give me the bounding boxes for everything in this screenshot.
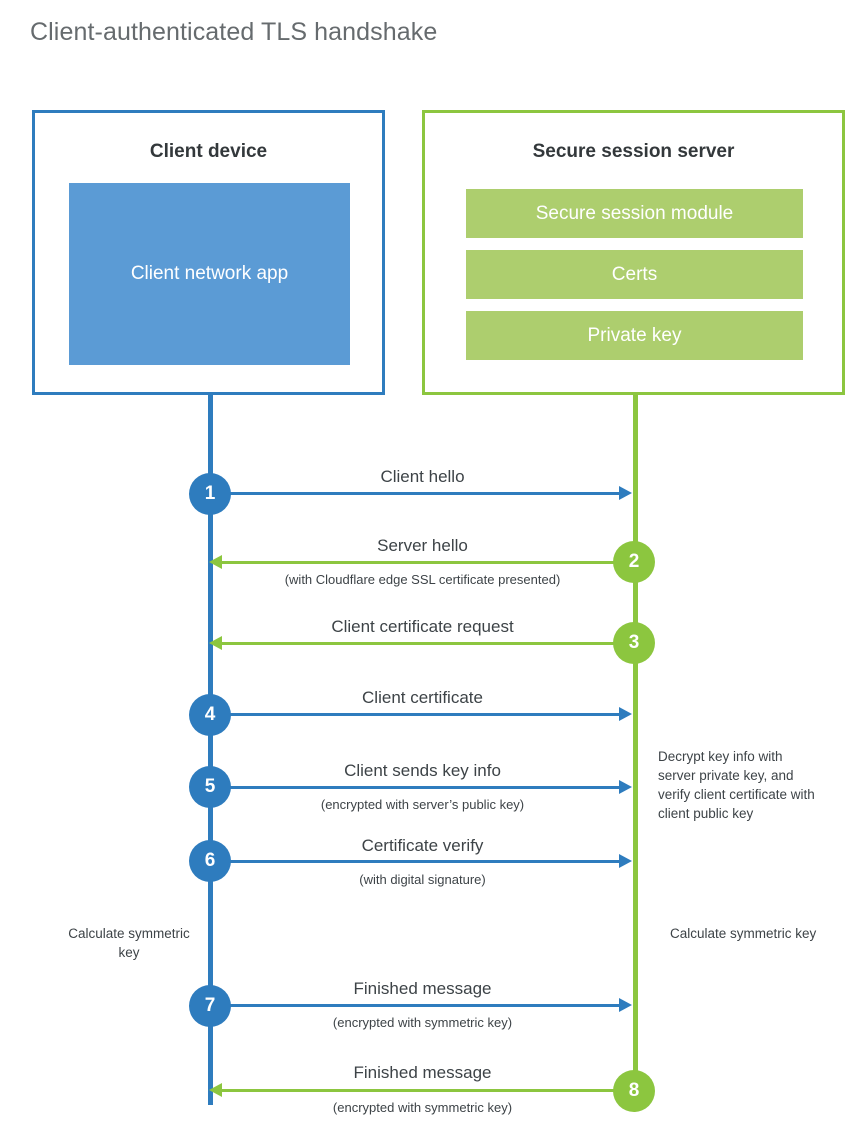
step-4-arrow-shaft: [210, 713, 620, 716]
step-1-arrow-head: [619, 486, 632, 500]
step-7-badge: 7: [189, 985, 231, 1027]
step-2-badge: 2: [613, 541, 655, 583]
step-5-sublabel: (encrypted with server’s public key): [320, 797, 525, 812]
step-7-sublabel: (encrypted with symmetric key): [332, 1015, 513, 1030]
step-2-arrow-shaft: [222, 561, 633, 564]
step-8-label: Finished message: [353, 1063, 492, 1082]
server-calculate-symmetric-key-note: Calculate symmetric key: [670, 926, 817, 941]
step-3-badge: 3: [613, 622, 655, 664]
step-5-arrow-shaft: [210, 786, 620, 789]
server-bar-certs: Certs: [466, 250, 803, 299]
step-6-arrow-head: [619, 854, 632, 868]
step-7-label: Finished message: [353, 979, 492, 998]
step-1-badge: 1: [189, 473, 231, 515]
step-7-arrow-head: [619, 998, 632, 1012]
step-3-label: Client certificate request: [331, 617, 514, 636]
step-8-arrow-shaft: [222, 1089, 633, 1092]
client-device-box: Client device Client network app: [32, 110, 385, 395]
client-device-title: Client device: [149, 141, 268, 162]
step-1-label: Client hello: [380, 467, 465, 486]
step-5-label: Client sends key info: [344, 761, 501, 780]
step-8-badge: 8: [613, 1070, 655, 1112]
secure-session-server-title: Secure session server: [532, 141, 735, 162]
step-1-arrow-shaft: [210, 492, 620, 495]
step-7-arrow-shaft: [210, 1004, 620, 1007]
server-decrypt-note: Decrypt key info with server private key…: [658, 749, 815, 822]
step-3-arrow-shaft: [222, 642, 633, 645]
secure-session-server-box: Secure session server Secure session mod…: [422, 110, 845, 395]
client-network-app-block: Client network app: [69, 183, 350, 365]
step-4-arrow-head: [619, 707, 632, 721]
step-3-arrow-head: [209, 636, 222, 650]
step-6-sublabel: (with digital signature): [359, 872, 486, 887]
server-lifeline: [633, 394, 638, 1094]
step-6-arrow-shaft: [210, 860, 620, 863]
step-8-sublabel: (encrypted with symmetric key): [332, 1100, 513, 1115]
page-title: Client-authenticated TLS handshake: [30, 18, 438, 46]
step-5-badge: 5: [189, 766, 231, 808]
step-8-arrow-head: [209, 1083, 222, 1097]
client-lifeline: [208, 394, 213, 1105]
step-6-label: Certificate verify: [361, 836, 484, 855]
step-2-label: Server hello: [377, 536, 468, 555]
server-bar-private-key: Private key: [466, 311, 803, 360]
step-2-arrow-head: [209, 555, 222, 569]
step-2-sublabel: (with Cloudflare edge SSL certificate pr…: [284, 572, 561, 587]
step-4-label: Client certificate: [362, 688, 483, 707]
step-4-badge: 4: [189, 694, 231, 736]
client-calculate-symmetric-key-note: Calculate symmetric key: [68, 926, 190, 961]
server-bar-secure-session-module: Secure session module: [466, 189, 803, 238]
step-5-arrow-head: [619, 780, 632, 794]
step-6-badge: 6: [189, 840, 231, 882]
